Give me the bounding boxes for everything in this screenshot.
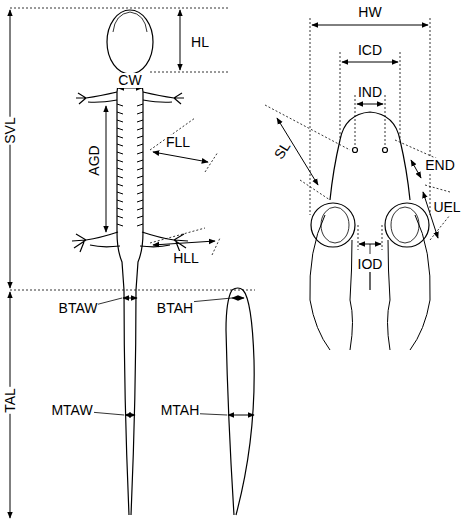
eye — [311, 203, 355, 247]
measurement-label: SVL — [3, 116, 18, 144]
costal-groove — [117, 168, 143, 170]
measurement-label: ICD — [357, 43, 383, 58]
svl-arrow — [10, 10, 11, 288]
forelimb — [143, 92, 184, 104]
icd-arrow — [342, 62, 398, 63]
mtah-arrow — [228, 415, 254, 416]
tail-top — [124, 290, 136, 515]
costal-groove — [117, 160, 143, 162]
hl-arrow — [180, 10, 181, 70]
measurement-label: BTAH — [156, 301, 194, 316]
hll-arrow — [153, 241, 215, 245]
costal-groove — [117, 200, 143, 202]
measurement-label: UEL — [432, 200, 461, 215]
measurement-label: CW — [117, 73, 142, 88]
end-arrow — [411, 160, 421, 178]
nostril — [353, 148, 358, 153]
trunk — [117, 73, 143, 290]
measurement-label: FLL — [165, 135, 191, 150]
hindlimb — [140, 232, 188, 252]
costal-groove — [117, 192, 143, 194]
head-outline — [330, 112, 410, 200]
costal-groove — [117, 104, 143, 106]
measurement-label: HLL — [172, 251, 200, 266]
costal-groove — [117, 224, 143, 226]
hindlimb — [72, 232, 120, 252]
measurement-label: IND — [357, 85, 383, 100]
eye — [385, 203, 429, 247]
mtaw-arrow — [125, 415, 135, 416]
costal-groove — [117, 184, 143, 186]
measurement-label: HL — [190, 35, 210, 50]
measurement-label: IOD — [357, 257, 384, 272]
costal-groove — [117, 128, 143, 130]
measurement-label: END — [424, 158, 456, 173]
nostril — [383, 148, 388, 153]
costal-groove — [117, 208, 143, 210]
forelimb — [76, 92, 117, 104]
costal-groove — [117, 112, 143, 114]
measurement-label: TAL — [3, 387, 18, 414]
cw-arrow — [118, 88, 142, 89]
measurement-label: MTAH — [160, 403, 201, 418]
fll-arrow — [153, 152, 208, 162]
hw-arrow — [312, 25, 428, 26]
agd-arrow — [106, 106, 107, 232]
measurement-label: BTAW — [58, 301, 99, 316]
costal-groove — [117, 144, 143, 146]
costal-groove — [117, 152, 143, 154]
head — [107, 10, 153, 74]
measurement-label: MTAW — [50, 403, 93, 418]
measurement-label: HW — [357, 5, 382, 20]
btaw-arrow — [123, 298, 137, 299]
costal-groove — [117, 136, 143, 138]
measurement-label: AGD — [87, 144, 102, 176]
costal-groove — [117, 216, 143, 218]
btah-arrow — [232, 298, 244, 299]
costal-groove — [117, 120, 143, 122]
costal-groove — [117, 176, 143, 178]
tail-side — [226, 290, 254, 515]
ind-arrow — [357, 104, 383, 105]
